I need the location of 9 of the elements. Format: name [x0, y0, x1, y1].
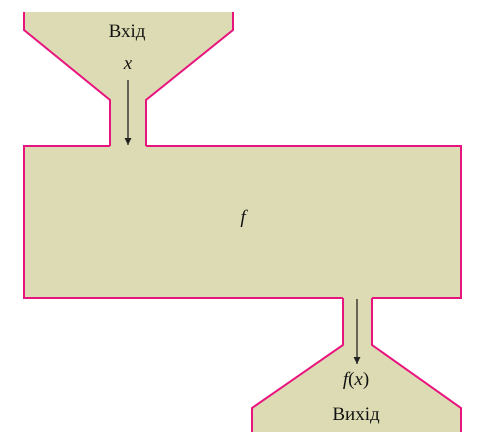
- result-label: f(x): [342, 370, 370, 389]
- output-label: Вихід: [332, 405, 380, 424]
- input-label: Вхід: [108, 22, 146, 41]
- arrow: [354, 299, 360, 364]
- function-box: [24, 146, 461, 298]
- function-label: f: [240, 208, 246, 227]
- variable-label: x: [124, 54, 132, 73]
- output-funnel: [252, 298, 461, 432]
- arrow: [124, 80, 132, 145]
